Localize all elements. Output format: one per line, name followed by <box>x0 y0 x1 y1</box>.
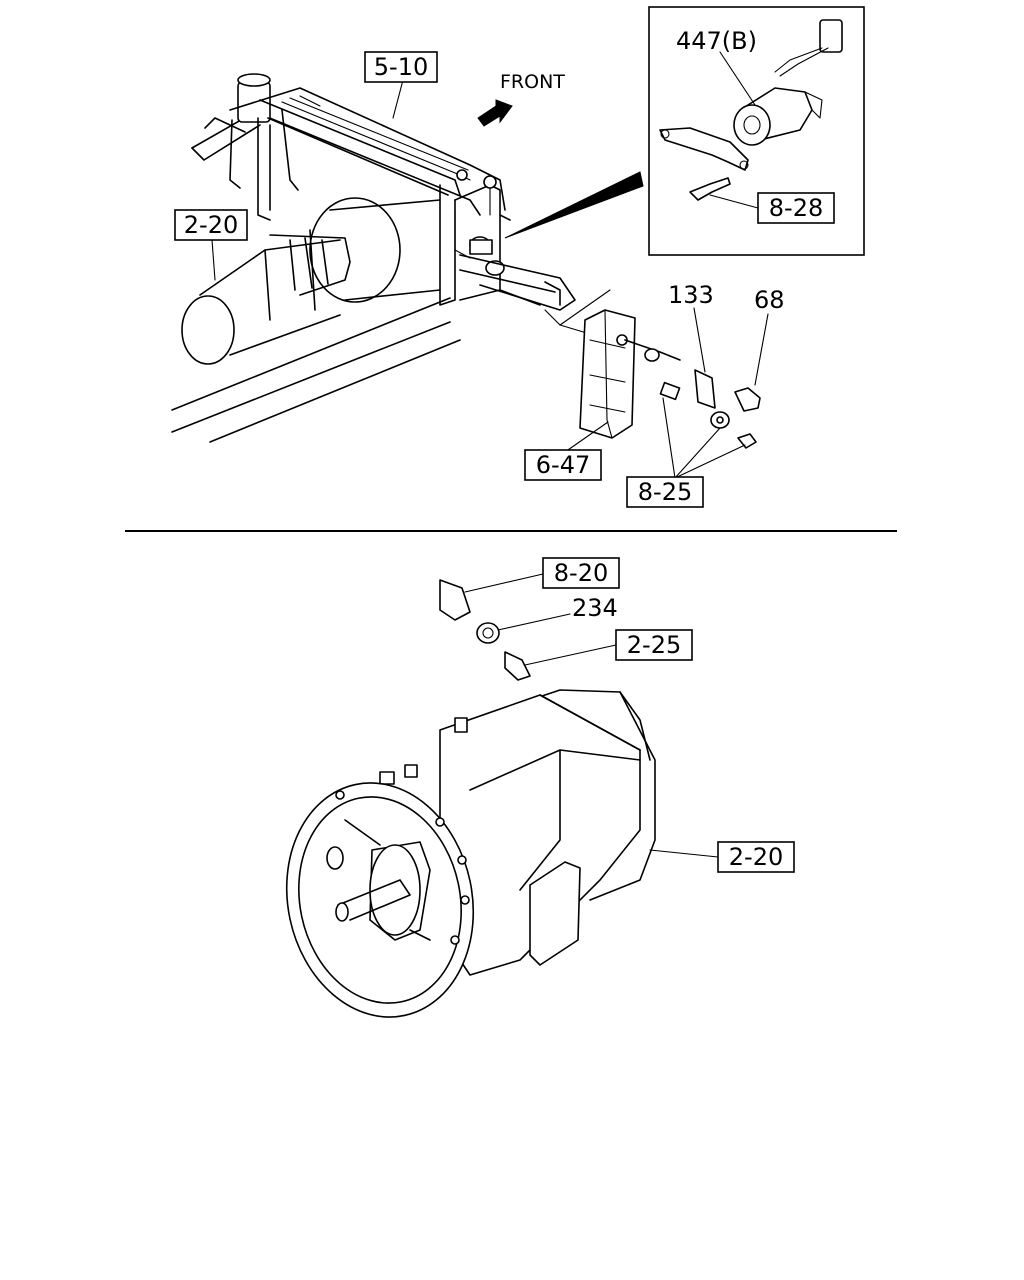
ref-8-28-box <box>757 192 835 224</box>
part-234-label: 234 <box>572 594 618 622</box>
mounting-bracket-assembly <box>579 309 761 449</box>
ref-2-20-bottom-box <box>717 841 795 873</box>
connector-icon <box>819 19 843 53</box>
starter-motor-icon <box>181 295 235 365</box>
ref-2-20-top-box <box>174 209 248 241</box>
plate-icon <box>694 369 716 409</box>
front-direction-label: FRONT <box>500 71 565 93</box>
sensor-234-icon <box>476 622 500 644</box>
transmission-assembly <box>285 579 656 1018</box>
ref-2-20-bottom-label: 2-20 <box>729 843 783 871</box>
ref-8-25-box <box>626 476 704 508</box>
sensor-8-20-icon <box>439 579 471 621</box>
ref-8-20-label: 8-20 <box>554 559 608 587</box>
bolt-icon <box>734 387 761 412</box>
ref-2-25-box <box>615 629 693 661</box>
part-447b-label: 447(B) <box>676 27 757 55</box>
ref-8-20-box <box>542 557 620 589</box>
part-133-label: 133 <box>668 281 714 309</box>
ref-8-25-label: 8-25 <box>638 478 692 506</box>
ref-6-47-box <box>524 449 602 481</box>
ref-5-10-box <box>364 51 438 83</box>
callout-labels: 5-10 FRONT 2-20 447(B) 8-28 133 68 6-47 … <box>174 27 835 873</box>
washer-icon <box>710 411 730 429</box>
front-arrow-icon <box>477 99 513 127</box>
ref-8-28-label: 8-28 <box>769 194 823 222</box>
switch-2-25-icon <box>504 651 531 681</box>
ref-5-10-label: 5-10 <box>374 53 428 81</box>
ref-2-25-label: 2-25 <box>627 631 681 659</box>
ref-2-20-top-label: 2-20 <box>184 211 238 239</box>
leader-lines <box>211 51 769 858</box>
part-68-label: 68 <box>754 286 785 314</box>
engine-chassis-assembly <box>171 73 644 443</box>
side-cover-icon <box>529 861 581 966</box>
ref-6-47-label: 6-47 <box>536 451 590 479</box>
